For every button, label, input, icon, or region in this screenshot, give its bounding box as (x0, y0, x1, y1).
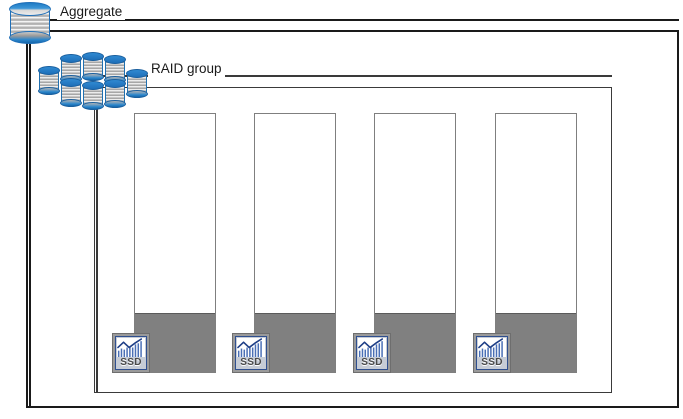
cylinder-top-ellipse (9, 2, 51, 16)
ssd-icon-2: SSD (232, 333, 270, 373)
disk-icon-5 (126, 69, 148, 98)
cylinder-bottom-ellipse (9, 31, 51, 44)
disk-bottom-ellipse (82, 102, 104, 110)
disk-icon-8 (104, 79, 126, 108)
disk-bottom-ellipse (60, 99, 82, 107)
disk-top-ellipse (60, 78, 82, 87)
disk-body (105, 84, 125, 104)
ssd-icon-label-1: SSD (120, 357, 142, 368)
aggregate-connector-vertical (29, 40, 31, 408)
aggregate-frame (26, 30, 679, 408)
disk-bottom-ellipse (104, 100, 126, 108)
ssd-icon-plate: SSD (115, 336, 147, 370)
ssd-chart-glyph (117, 338, 145, 357)
ssd-icon-label-3: SSD (361, 357, 383, 368)
ssd-icon-1: SSD (112, 333, 150, 373)
disk-bottom-ellipse (38, 87, 60, 95)
aggregate-connector-horizontal (45, 19, 679, 21)
raid-connector-vertical (96, 96, 98, 393)
disk-bottom-ellipse (82, 73, 104, 81)
ssd-icon-plate: SSD (235, 336, 267, 370)
disk-body (61, 83, 81, 103)
disk-body (127, 74, 147, 94)
disk-body (105, 60, 125, 80)
ssd-icon-plate: SSD (356, 336, 388, 370)
ssd-icon-plate: SSD (476, 336, 508, 370)
capacity-column-1 (134, 113, 216, 373)
disk-body (39, 71, 59, 91)
disk-icon-7 (82, 81, 104, 110)
raid-connector-horizontal (96, 75, 612, 77)
ssd-icon-label-2: SSD (240, 357, 262, 368)
ssd-chart-glyph (237, 338, 265, 357)
disk-body (61, 59, 81, 79)
disk-top-ellipse (38, 66, 60, 75)
disk-icon-3 (82, 52, 104, 81)
ssd-chart-glyph (358, 338, 386, 357)
disk-body (83, 86, 103, 106)
disk-top-ellipse (82, 52, 104, 61)
ssd-icon-4: SSD (473, 333, 511, 373)
disk-icon-1 (38, 66, 60, 95)
disk-bottom-ellipse (126, 90, 148, 98)
raid-group-frame (94, 87, 612, 393)
disk-top-ellipse (60, 54, 82, 63)
raid-group-label: RAID group (148, 61, 225, 77)
aggregate-cylinder-icon (8, 2, 52, 44)
disk-top-ellipse (104, 55, 126, 64)
disk-body (83, 57, 103, 77)
disk-top-ellipse (104, 79, 126, 88)
raid-group-disk-cluster-icon (38, 52, 150, 110)
ssd-chart-glyph (478, 338, 506, 357)
disk-top-ellipse (82, 81, 104, 90)
aggregate-label: Aggregate (57, 4, 126, 20)
disk-top-ellipse (126, 69, 148, 78)
disk-icon-6 (60, 78, 82, 107)
ssd-icon-3: SSD (353, 333, 391, 373)
ssd-icon-label-4: SSD (481, 357, 503, 368)
